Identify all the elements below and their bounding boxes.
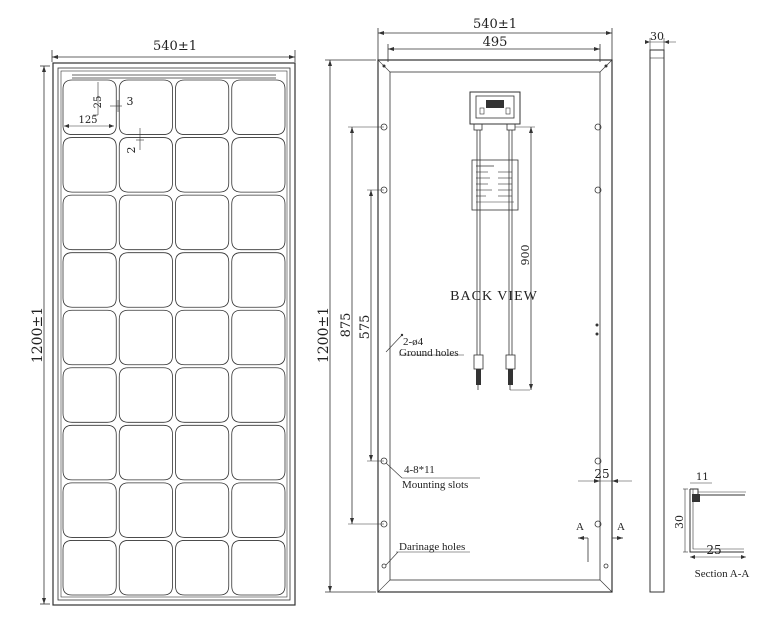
solar-cell: [62, 252, 117, 308]
cell-gap-h-dim: 3: [127, 95, 134, 108]
solar-cell: [231, 482, 286, 538]
mounting-slots-label: Mounting slots: [402, 479, 468, 491]
solar-cell: [231, 79, 286, 135]
back-height-dim: 1200±1: [316, 307, 332, 363]
solar-cell: [118, 252, 173, 308]
ground-holes-spec: 2-ø4: [403, 336, 424, 348]
solar-cell: [175, 309, 230, 366]
solar-cell: [231, 252, 286, 308]
solar-cell: [175, 424, 230, 481]
back-frame: [377, 59, 613, 593]
section-marker-right: A: [611, 521, 625, 562]
solar-cell: [175, 252, 230, 308]
drainage-hole: [381, 563, 387, 569]
solar-cell: [118, 482, 173, 538]
solar-cell: [231, 309, 286, 366]
section-title: Section A-A: [695, 568, 750, 580]
solar-cell: [175, 137, 230, 193]
mounting-slot: [380, 520, 388, 528]
solar-cell: [118, 540, 173, 596]
solar-cell: [175, 367, 230, 423]
cell-grid: [62, 79, 286, 596]
solar-cell: [118, 309, 173, 366]
ground-holes-label: Ground holes: [399, 347, 459, 359]
solar-cell: [231, 137, 286, 193]
front-frame: [52, 62, 296, 606]
ground-span-dim: 575: [358, 315, 373, 340]
solar-cell: [231, 367, 286, 423]
cell-gap-v-dim: 2: [125, 147, 138, 154]
mount-span-dim: 875: [339, 313, 354, 338]
front-height-dim: 1200±1: [30, 307, 46, 363]
solar-cell: [175, 194, 230, 251]
side-view: 30: [645, 30, 676, 593]
front-view: 540±1 1200±1 25 3 125 2: [30, 39, 296, 606]
solar-cell: [118, 424, 173, 481]
solar-cell: [175, 482, 230, 538]
mounting-slots-spec: 4-8*11: [404, 464, 435, 476]
solar-cell: [118, 79, 173, 135]
back-view-title: BACK VIEW: [450, 289, 538, 304]
ground-hole: [380, 457, 388, 465]
drainage-label: Darinage holes: [399, 541, 465, 553]
junction-box: [469, 91, 521, 131]
frame-edge-dim: 25: [594, 467, 609, 481]
section-lip-dim: 11: [696, 472, 709, 483]
front-width-dim: 540±1: [153, 39, 197, 54]
solar-cell: [118, 194, 173, 251]
solar-cell: [62, 482, 117, 538]
cell-corner-dim: 25: [93, 96, 104, 109]
mounting-slot: [380, 123, 388, 131]
solar-cell: [175, 540, 230, 596]
svg-text:A: A: [576, 521, 584, 533]
solar-cell: [62, 424, 117, 481]
solar-cell: [62, 367, 117, 423]
solar-cell: [231, 424, 286, 481]
solar-cell: [62, 137, 117, 193]
side-thickness-dim: 30: [650, 30, 664, 43]
section-view: 11 30 25 Section A-A: [673, 472, 749, 580]
solar-cell: [62, 309, 117, 366]
back-view: 540±1 495 1200±1 875 575: [316, 17, 632, 593]
cell-size-dim: 125: [78, 115, 97, 126]
back-inner-width-dim: 495: [483, 35, 508, 50]
back-outer-width-dim: 540±1: [473, 17, 517, 32]
solar-cell: [175, 79, 230, 135]
section-base-dim: 25: [706, 543, 721, 557]
section-height-dim: 30: [673, 515, 686, 529]
solar-cell: [231, 540, 286, 596]
cable-length-dim: 900: [519, 245, 532, 266]
ground-hole: [380, 186, 388, 194]
output-cables: [473, 130, 530, 391]
section-marker-left: A: [576, 521, 589, 562]
solar-cell: [62, 540, 117, 596]
solar-cell: [231, 194, 286, 251]
solar-cell: [118, 367, 173, 423]
solar-cell: [62, 79, 117, 135]
label-sticker: [471, 159, 519, 211]
svg-text:A: A: [617, 521, 625, 533]
solar-cell: [118, 137, 173, 193]
solar-cell: [62, 194, 117, 251]
